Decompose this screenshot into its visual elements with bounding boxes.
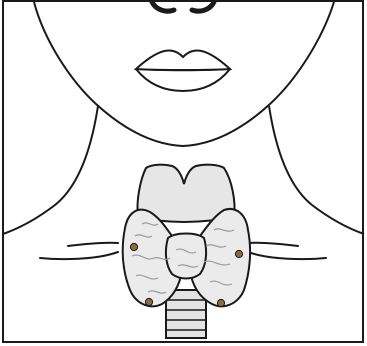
parathyroid-gland-upper-left: [130, 243, 137, 250]
trachea-body: [166, 290, 206, 338]
thyroid-isthmus: [166, 234, 206, 279]
parathyroid-gland-lower-right: [217, 299, 224, 306]
parathyroid-gland-lower-left: [145, 298, 152, 305]
trachea: [166, 290, 206, 338]
parathyroid-gland-upper-right: [235, 250, 242, 257]
